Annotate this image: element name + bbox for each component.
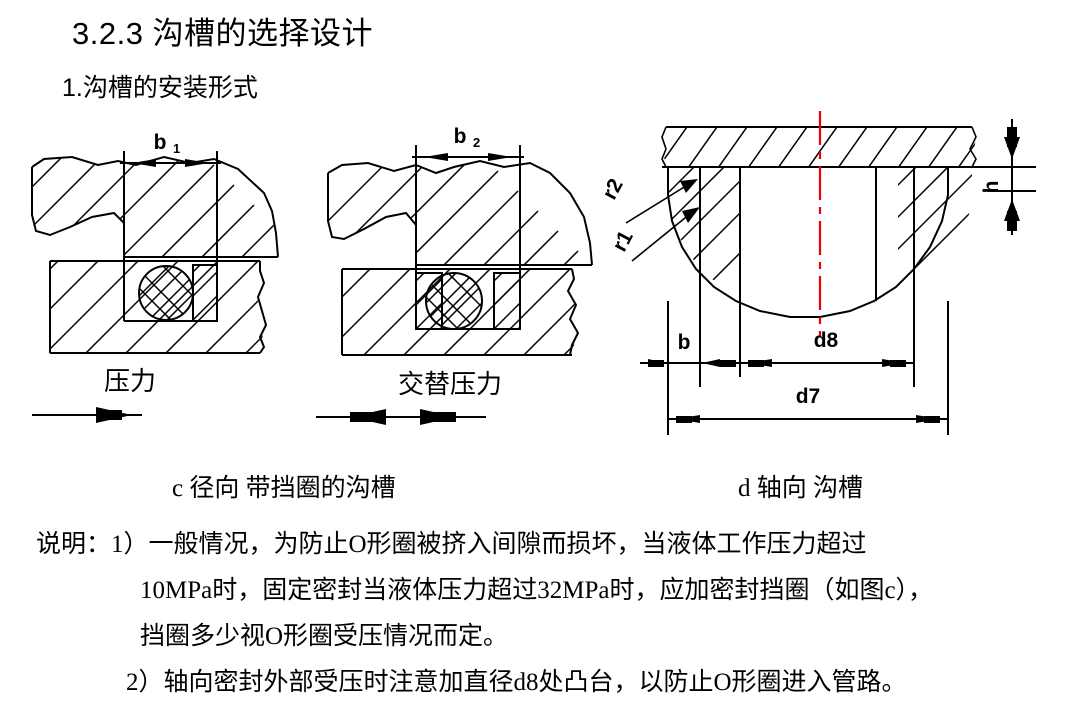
figure-area: b 1 xyxy=(0,105,1080,465)
figure-captions: c 径向 带挡圈的沟槽 d 轴向 沟槽 xyxy=(0,468,1080,502)
dimension-b-d8: b d8 xyxy=(640,291,949,435)
figure-radial-single-pressure: b 1 xyxy=(14,125,294,435)
note-line-2: 10MPa时，固定密封当液体压力超过32MPa时，应加密封挡圈（如图c）， xyxy=(140,577,934,604)
caption-axial: d 轴向 沟槽 xyxy=(738,475,864,502)
caption-radial: c 径向 带挡圈的沟槽 xyxy=(172,475,396,502)
page-title: 3.2.3 沟槽的选择设计 xyxy=(72,16,374,51)
section-subtitle: 1.沟槽的安装形式 xyxy=(62,74,258,102)
dimension-label-b1-subscript: 1 xyxy=(173,141,180,156)
dimension-label-b1: b xyxy=(154,131,167,154)
backup-ring-right xyxy=(493,272,521,330)
radius-label-r1: r1 xyxy=(608,227,638,256)
pressure-arrow-double xyxy=(316,409,486,425)
note-line-3: 挡圈多少视O形圈受压情况而定。 xyxy=(140,623,509,650)
groove-body-section xyxy=(667,167,972,318)
alternating-pressure-label: 交替压力 xyxy=(398,369,502,399)
pressure-arrow-single xyxy=(32,407,142,423)
dimension-label-d7: d7 xyxy=(796,385,821,408)
dimension-label-b: b xyxy=(678,331,691,354)
figure-axial-groove: r2 r1 h xyxy=(598,105,1080,465)
figure-radial-alternating-pressure: b 2 xyxy=(298,121,598,431)
dimension-label-b2: b xyxy=(454,125,467,148)
pressure-label: 压力 xyxy=(104,366,156,396)
note-line-1: 说明：1）一般情况，为防止O形圈被挤入间隙而损坏，当液体工作压力超过 xyxy=(36,531,867,558)
note-line-4: 2）轴向密封外部受压时注意加直径d8处凸台，以防止O形圈进入管路。 xyxy=(126,669,907,696)
radius-callouts: r2 r1 xyxy=(598,175,700,262)
dimension-d7: d7 xyxy=(668,385,948,423)
radius-label-r2: r2 xyxy=(598,175,628,203)
dimension-label-d8: d8 xyxy=(814,329,839,352)
dimension-h: h xyxy=(972,119,1036,235)
dimension-label-h: h xyxy=(980,181,1003,194)
dimension-label-b2-subscript: 2 xyxy=(473,135,480,150)
